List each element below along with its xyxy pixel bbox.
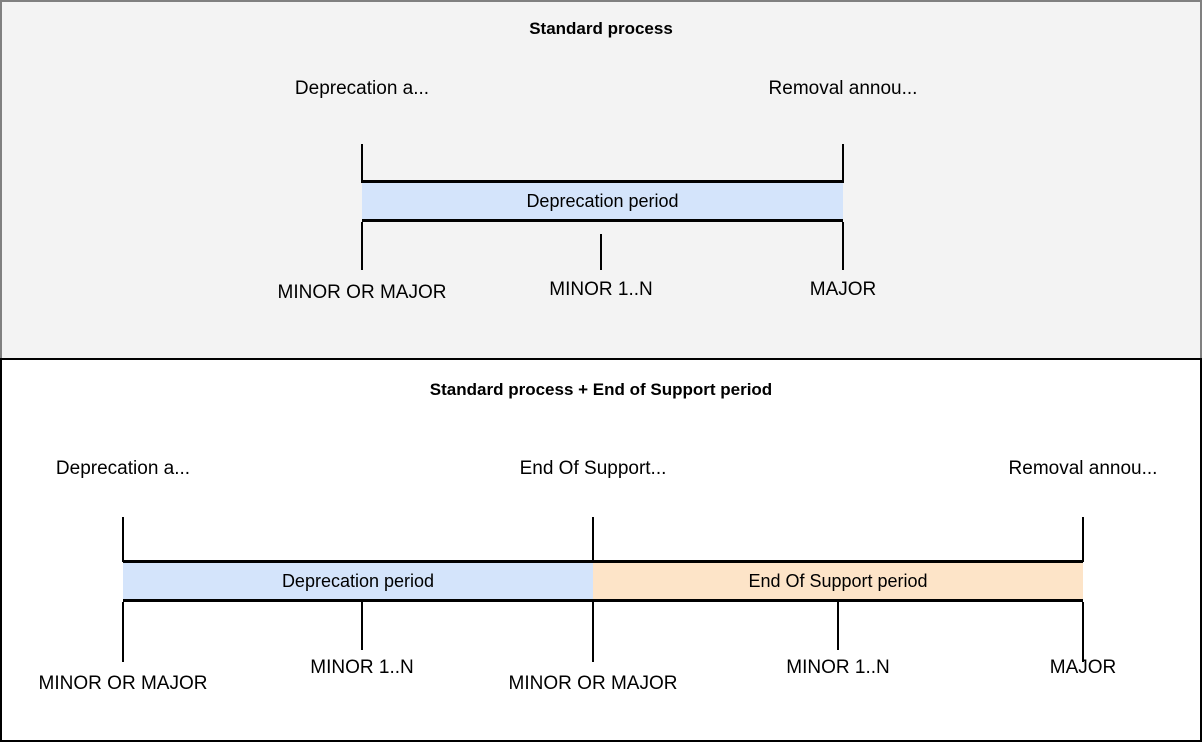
- bar-label-deprecation-period: Deprecation period: [526, 191, 679, 211]
- tick-lower-minor-or-major-2: [592, 602, 594, 662]
- tick-upper-removal-announced: [842, 144, 844, 183]
- release-label-minor-or-major-1: MINOR OR MAJOR: [38, 673, 208, 694]
- tick-upper-end-of-support-announced: [592, 517, 594, 562]
- tick-lower-minor-or-major: [361, 222, 363, 270]
- bar-deprecation-period: Deprecation period: [362, 180, 843, 222]
- release-label-major: MAJOR: [1049, 657, 1117, 678]
- bar-label-end-of-support-period: End Of Support period: [748, 571, 928, 591]
- panel-standard-process: Standard process Deprecation a... Remova…: [0, 0, 1202, 358]
- tick-lower-major: [842, 222, 844, 270]
- milestone-label-deprecation-announced: Deprecation a...: [55, 458, 191, 479]
- panel-title-standard-process-plus-eos: Standard process + End of Support period: [429, 380, 773, 399]
- milestone-label-removal-announced: Removal annou...: [768, 78, 918, 99]
- tick-lower-minor-or-major-1: [122, 602, 124, 662]
- bar-label-deprecation-period: Deprecation period: [281, 571, 435, 591]
- release-label-major: MAJOR: [809, 279, 877, 300]
- tick-upper-deprecation-announced: [122, 517, 124, 562]
- panel-standard-process-plus-eos: Standard process + End of Support period…: [0, 358, 1202, 742]
- tick-lower-minor-1-n-2: [837, 602, 839, 650]
- release-label-minor-1-n: MINOR 1..N: [549, 279, 653, 300]
- tick-upper-removal-announced: [1082, 517, 1084, 562]
- milestone-label-end-of-support-announced: End Of Support...: [519, 458, 667, 479]
- panel-title-standard-process: Standard process: [529, 19, 673, 38]
- tick-upper-deprecation-announced: [361, 144, 363, 183]
- release-label-minor-or-major-2: MINOR OR MAJOR: [508, 673, 678, 694]
- tick-lower-minor-1-n: [600, 234, 602, 270]
- milestone-label-deprecation-announced: Deprecation a...: [294, 78, 430, 99]
- tick-lower-minor-1-n-1: [361, 602, 363, 650]
- release-label-minor-1-n-2: MINOR 1..N: [786, 657, 890, 678]
- release-label-minor-or-major: MINOR OR MAJOR: [277, 282, 447, 303]
- milestone-label-removal-announced: Removal annou...: [1008, 458, 1158, 479]
- bar-deprecation-period: Deprecation period: [123, 560, 593, 602]
- release-label-minor-1-n-1: MINOR 1..N: [310, 657, 414, 678]
- bar-end-of-support-period: End Of Support period: [593, 560, 1083, 602]
- tick-lower-major: [1082, 602, 1084, 662]
